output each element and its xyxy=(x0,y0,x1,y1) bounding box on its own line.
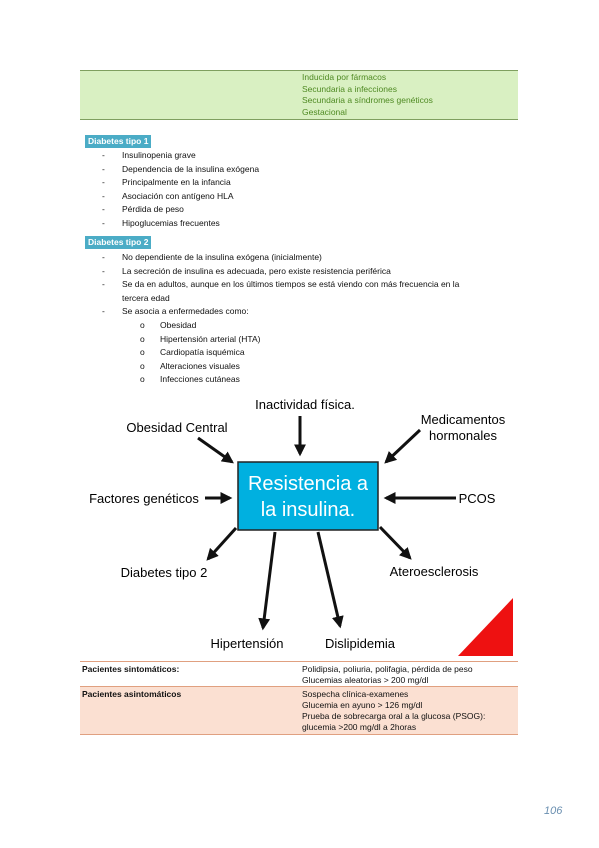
criteria-table: Pacientes sintomáticos: Polidipsia, poli… xyxy=(80,661,518,735)
list-item: -Hipoglucemias frecuentes xyxy=(102,217,220,228)
arrow-hipertension xyxy=(258,531,277,631)
label-factores: Factores genéticos xyxy=(89,491,199,506)
dm1-list: -Insulinopenia grave -Dependencia de la … xyxy=(102,149,522,231)
etiology-table: Inducida por fármacos Secundaria a infec… xyxy=(80,70,518,120)
list-item: -No dependiente de la insulina exógena (… xyxy=(102,252,322,262)
label-inactividad: Inactividad física. xyxy=(255,397,355,412)
page-number: 106 xyxy=(544,805,563,817)
list-item-continuation: tercera edad xyxy=(122,292,170,303)
row-label: Pacientes asintomáticos xyxy=(82,689,182,699)
arrow-ateroesclerosis xyxy=(378,525,412,560)
dm2-list: -No dependiente de la insulina exógena (… xyxy=(102,251,522,319)
corner-triangle xyxy=(458,598,513,656)
list-item: -La secreción de insulina es adecuada, p… xyxy=(102,265,391,276)
row-label: Pacientes sintomáticos: xyxy=(82,664,180,674)
label-diabetes2: Diabetes tipo 2 xyxy=(121,565,208,580)
label-hipertension: Hipertensión xyxy=(211,636,284,651)
arrow-dislipidemia xyxy=(316,531,344,629)
arrow-obesidad xyxy=(197,436,234,464)
dm1-heading: Diabetes tipo 1 xyxy=(85,135,152,148)
center-text-line2: la insulina. xyxy=(261,499,356,521)
list-item: -Insulinopenia grave xyxy=(102,150,196,160)
label-obesidad: Obesidad Central xyxy=(126,420,227,435)
table-row: Pacientes sintomáticos: Polidipsia, poli… xyxy=(80,661,518,686)
row-value: Sospecha clínica-examenes Glucemia en ay… xyxy=(302,689,486,732)
etiology-list: Inducida por fármacos Secundaria a infec… xyxy=(302,72,433,118)
row-value: Polidipsia, poliuria, polifagia, pérdida… xyxy=(302,664,473,685)
arrow-diabetes2 xyxy=(206,526,238,561)
label-pcos: PCOS xyxy=(459,491,496,506)
label-medicamentos-1: Medicamentos xyxy=(421,412,506,427)
list-item: -Asociación con antígeno HLA xyxy=(102,190,234,201)
list-item: -Dependencia de la insulina exógena xyxy=(102,163,260,174)
label-dislipidemia: Dislipidemia xyxy=(325,636,396,651)
list-item: -Se da en adultos, aunque en los últimos… xyxy=(102,279,460,290)
list-item: -Principalmente en la infancia xyxy=(102,177,231,188)
list-item: -Pérdida de peso xyxy=(102,204,184,215)
etiology-item: Inducida por fármacos xyxy=(302,72,387,82)
etiology-item: Secundaria a infecciones xyxy=(302,83,397,94)
dm2-heading: Diabetes tipo 2 xyxy=(85,236,152,249)
center-text-line1: Resistencia a xyxy=(248,473,369,495)
table-row: Pacientes asintomáticos Sospecha clínica… xyxy=(80,686,518,735)
etiology-item: Secundaria a síndromes genéticos xyxy=(302,95,433,105)
list-item: -Se asocia a enfermedades como: xyxy=(102,306,249,317)
etiology-item: Gestacional xyxy=(302,106,347,117)
arrow-medicamentos xyxy=(384,428,422,464)
label-medicamentos-2: hormonales xyxy=(429,428,497,443)
insulin-resistance-diagram: Resistencia a la insulina. Inactividad f… xyxy=(89,397,513,656)
center-box xyxy=(237,461,379,531)
label-ateroesclerosis: Ateroesclerosis xyxy=(390,564,479,579)
